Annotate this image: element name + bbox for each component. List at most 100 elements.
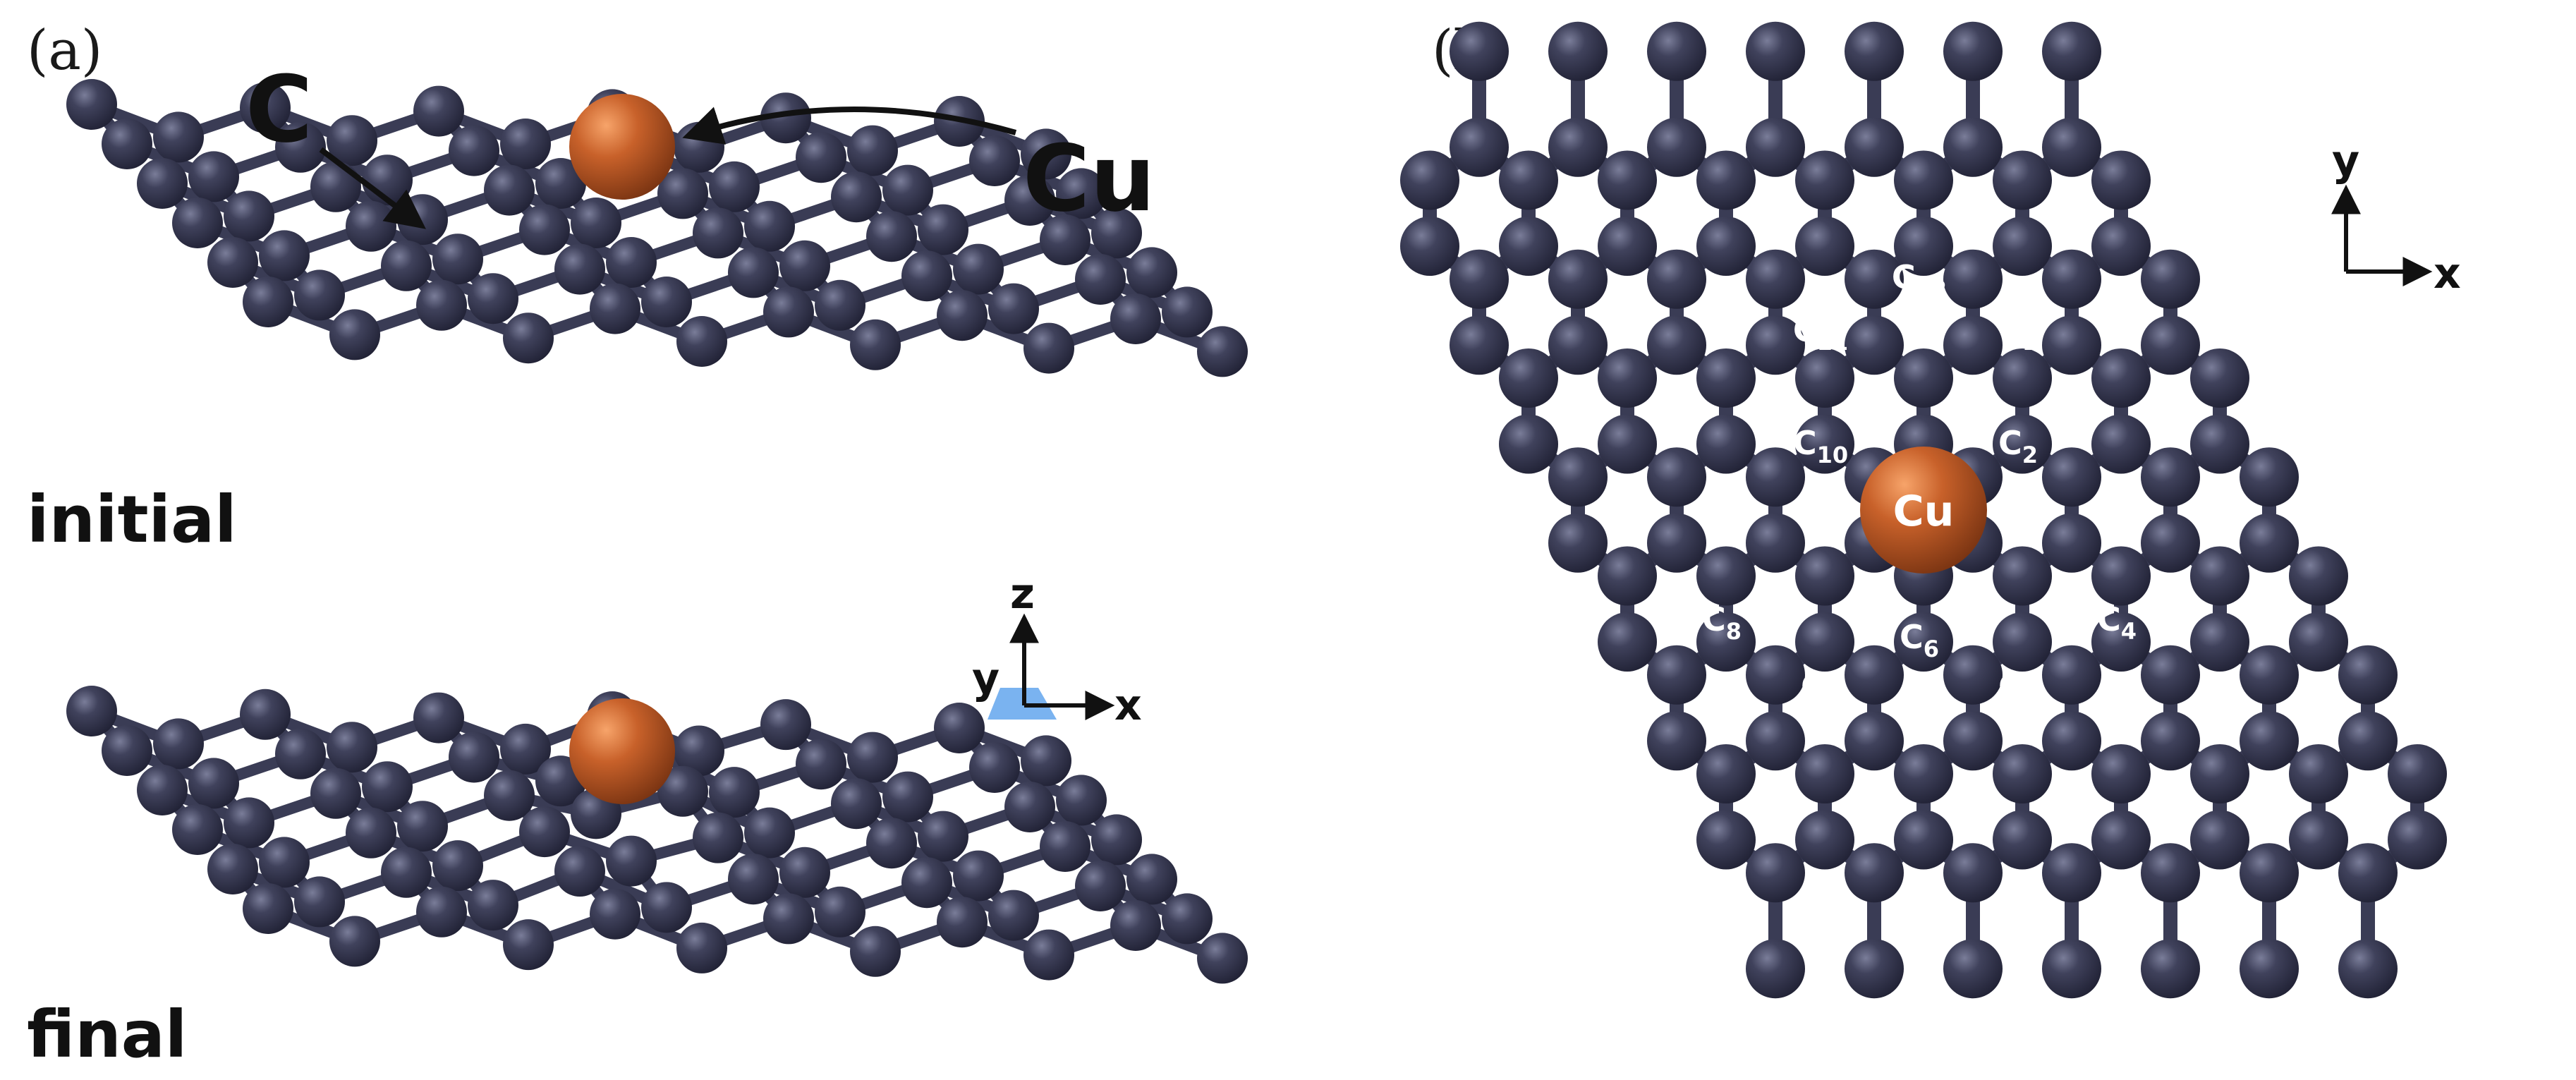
carbon-atom — [1943, 21, 2003, 81]
carbon-atom — [796, 132, 846, 183]
carbon-atom — [1894, 217, 1953, 276]
carbon-atom — [676, 316, 727, 367]
z-axis-label: z — [1010, 569, 1035, 619]
carbon-atom — [240, 688, 291, 740]
carbon-atom — [1894, 810, 1953, 870]
carbon-atom — [850, 926, 901, 977]
carbon-atom — [918, 811, 968, 862]
carbon-index-label-3: C3 — [2097, 491, 2137, 535]
carbon-atom — [1004, 782, 1055, 832]
carbon-atom — [449, 125, 499, 176]
final-carbon-atoms — [66, 686, 1248, 984]
carbon-atom — [1795, 414, 1854, 474]
carbon-atom — [1795, 744, 1854, 803]
carbon-atom — [2091, 348, 2151, 408]
carbon-atom — [2141, 513, 2200, 573]
carbon-atom — [657, 765, 708, 817]
carbon-atom — [2190, 810, 2249, 870]
carbon-atom — [310, 767, 361, 819]
carbon-atom — [1110, 293, 1161, 344]
carbon-pointer-arrow — [319, 147, 426, 229]
carbon-atom — [1110, 900, 1161, 951]
carbon-atom — [2240, 843, 2299, 903]
carbon-atom — [760, 92, 811, 144]
carbon-atom — [728, 247, 779, 298]
carbon-atom — [2042, 843, 2101, 903]
carbon-atom — [416, 279, 467, 331]
carbon-atom — [381, 847, 432, 898]
carbon-atom — [503, 919, 554, 971]
carbon-atom — [327, 722, 377, 773]
carbon-atom — [1993, 348, 2052, 408]
carbon-atom — [1499, 348, 1558, 408]
carbon-atom — [2091, 612, 2151, 672]
carbon-atom — [2042, 315, 2101, 375]
carbon-atom — [2240, 939, 2299, 999]
carbon-atom — [709, 767, 760, 818]
carbon-atom — [432, 233, 483, 285]
carbon-atom — [953, 850, 1004, 902]
carbon-atom — [934, 703, 985, 753]
carbon-index-label-10: C10 — [1793, 424, 1848, 468]
carbon-atom — [1795, 612, 1854, 672]
carbon-atom — [2240, 645, 2299, 705]
carbon-atom — [676, 922, 727, 973]
carbon-atom — [2141, 447, 2200, 507]
carbon-atom — [2141, 645, 2200, 705]
carbon-atom — [847, 732, 898, 783]
carbon-atom — [1943, 249, 2003, 309]
carbon-atom — [1696, 546, 1756, 606]
carbon-atom — [937, 290, 988, 341]
carbon-atom — [432, 840, 483, 892]
carbon-atom — [1056, 168, 1107, 219]
carbon-atom — [2190, 612, 2249, 672]
carbon-atom — [188, 758, 239, 809]
carbon-atom — [641, 882, 692, 933]
initial-carbon-atoms — [66, 79, 1248, 377]
carbon-atom — [1746, 645, 1805, 705]
carbon-atom — [2091, 414, 2151, 474]
carbon-atom — [937, 897, 988, 948]
carbon-atom — [1548, 117, 1608, 177]
carbon-atom — [606, 237, 657, 288]
carbon-atom — [2289, 546, 2348, 606]
carbon-atom — [779, 847, 830, 898]
carbon-atom — [2042, 645, 2101, 705]
carbon-atom — [882, 164, 933, 216]
carbon-atom — [1943, 939, 2003, 999]
carbon-atom — [901, 250, 952, 302]
carbon-atom — [484, 164, 535, 216]
y-axis-label-b: y — [2332, 136, 2359, 186]
carbon-atom — [1943, 843, 2003, 903]
carbon-atom — [1746, 315, 1805, 375]
final-structure — [66, 686, 1248, 984]
carbon-atom — [413, 692, 464, 744]
carbon-atom — [2338, 843, 2398, 903]
carbon-atom — [988, 890, 1039, 941]
carbon-atom — [500, 723, 551, 775]
carbon-atom — [1056, 775, 1107, 826]
carbon-atom — [2042, 117, 2101, 177]
carbon-atom — [901, 857, 952, 909]
carbon-atom — [1598, 612, 1657, 672]
carbon-atom — [2388, 810, 2447, 870]
carbon-atom — [2091, 217, 2151, 276]
carbon-atom — [796, 739, 846, 790]
carbon-atom — [500, 119, 551, 169]
carbon-atom — [1795, 217, 1854, 276]
carbon-index-label-9: C9 — [1702, 491, 1742, 535]
carbon-atom — [2338, 645, 2398, 705]
carbon-atom — [503, 313, 554, 364]
carbon-atom — [1004, 175, 1055, 226]
carbon-atom — [1450, 249, 1509, 309]
carbon-atom — [207, 844, 258, 894]
carbon-atom — [329, 309, 380, 360]
carbon-atom — [519, 204, 570, 255]
carbon-atom — [1548, 21, 1608, 81]
carbon-atom — [1647, 711, 1706, 771]
carbon-atom — [1795, 150, 1854, 210]
carbon-atom — [882, 771, 933, 823]
carbon-atom — [1647, 645, 1706, 705]
carbon-atom — [1696, 150, 1756, 210]
carbon-atom — [2240, 447, 2299, 507]
